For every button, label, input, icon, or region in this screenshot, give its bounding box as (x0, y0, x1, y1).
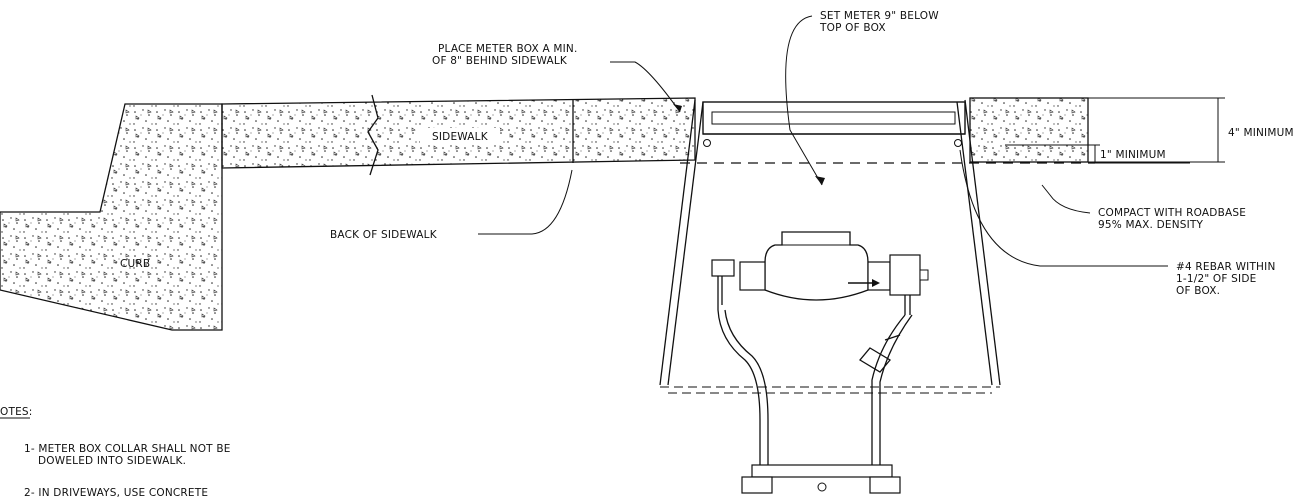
dim-4in-label: 4" MINIMUM (1228, 127, 1294, 139)
notes-block: OTES: 1- METER BOX COLLAR SHALL NOT BE D… (0, 406, 231, 499)
sidewalk-slab: SIDEWALK (221, 94, 696, 176)
check-valve (889, 254, 921, 296)
note2-line1: 2- IN DRIVEWAYS, USE CONCRETE (24, 487, 208, 499)
sidewalk-label: SIDEWALK (432, 131, 489, 143)
angle-valve-handle (711, 259, 735, 277)
back-sidewalk-label: BACK OF SIDEWALK (330, 229, 438, 241)
manifold (751, 464, 893, 478)
place-box-line1: PLACE METER BOX A MIN. (438, 43, 578, 55)
notes-heading: OTES: (0, 406, 33, 418)
dimension-4in: 4" MINIMUM (1088, 97, 1294, 163)
sidewalk-label-mask (420, 128, 500, 144)
right-concrete (969, 97, 1089, 163)
callout-place-box: PLACE METER BOX A MIN. OF 8" BEHIND SIDE… (432, 43, 682, 113)
dim-1in-label: 1" MINIMUM (1100, 149, 1166, 161)
note1-line2: DOWELED INTO SIDEWALK. (38, 455, 186, 467)
meter-body (764, 231, 869, 301)
meter-box-lid (702, 101, 966, 135)
rebar-left (703, 139, 711, 147)
box-wall-left (659, 99, 696, 386)
water-meter-assembly (711, 231, 929, 494)
curb-label: CURB (120, 258, 150, 270)
dimension-1in: 1" MINIMUM (1005, 144, 1190, 164)
rebar-line1: #4 REBAR WITHIN (1176, 261, 1276, 273)
box-wall-right (964, 99, 1001, 386)
set-meter-line1: SET METER 9" BELOW (820, 10, 939, 22)
compact-line1: COMPACT WITH ROADBASE (1098, 207, 1246, 219)
callout-back-sidewalk: BACK OF SIDEWALK (330, 169, 573, 241)
meter-box (659, 99, 1001, 394)
break-line (367, 94, 379, 176)
callout-compact: COMPACT WITH ROADBASE 95% MAX. DENSITY (1041, 184, 1246, 231)
note1-line1: 1- METER BOX COLLAR SHALL NOT BE (24, 443, 231, 455)
callout-rebar: #4 REBAR WITHIN 1-1/2" OF SIDE OF BOX. (959, 149, 1276, 297)
rebar-line3: OF BOX. (1176, 285, 1220, 297)
rebar-right (954, 139, 962, 147)
lid-reader (711, 111, 956, 125)
place-box-line2: OF 8" BEHIND SIDEWALK (432, 55, 568, 67)
rebar-line2: 1-1/2" OF SIDE (1176, 273, 1256, 285)
callout-set-meter: SET METER 9" BELOW TOP OF BOX (785, 10, 939, 186)
curb-section: CURB (0, 103, 223, 331)
set-meter-line2: TOP OF BOX (819, 22, 886, 34)
compact-line2: 95% MAX. DENSITY (1098, 219, 1204, 231)
